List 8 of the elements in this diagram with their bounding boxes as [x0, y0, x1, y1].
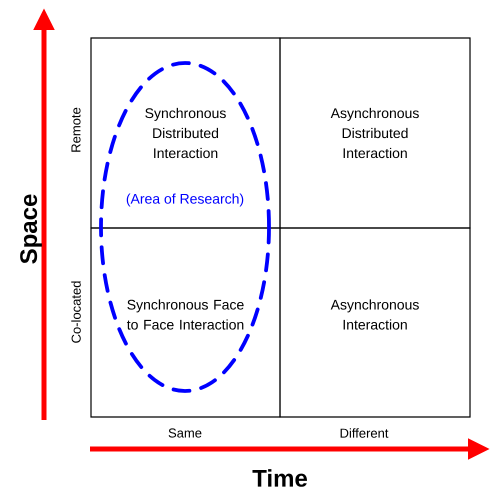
quadrant-label: Asynchronous Distributed Interaction: [330, 108, 419, 158]
quadrant-label: Asynchronous Interaction: [330, 299, 419, 330]
axis-label: Co-located: [71, 281, 81, 343]
axis-label: Same: [168, 428, 202, 438]
axis-title: Time: [252, 469, 307, 487]
axis-label: Remote: [71, 108, 81, 152]
axis-title: Space: [20, 194, 42, 264]
axis-label: Different: [340, 428, 388, 438]
